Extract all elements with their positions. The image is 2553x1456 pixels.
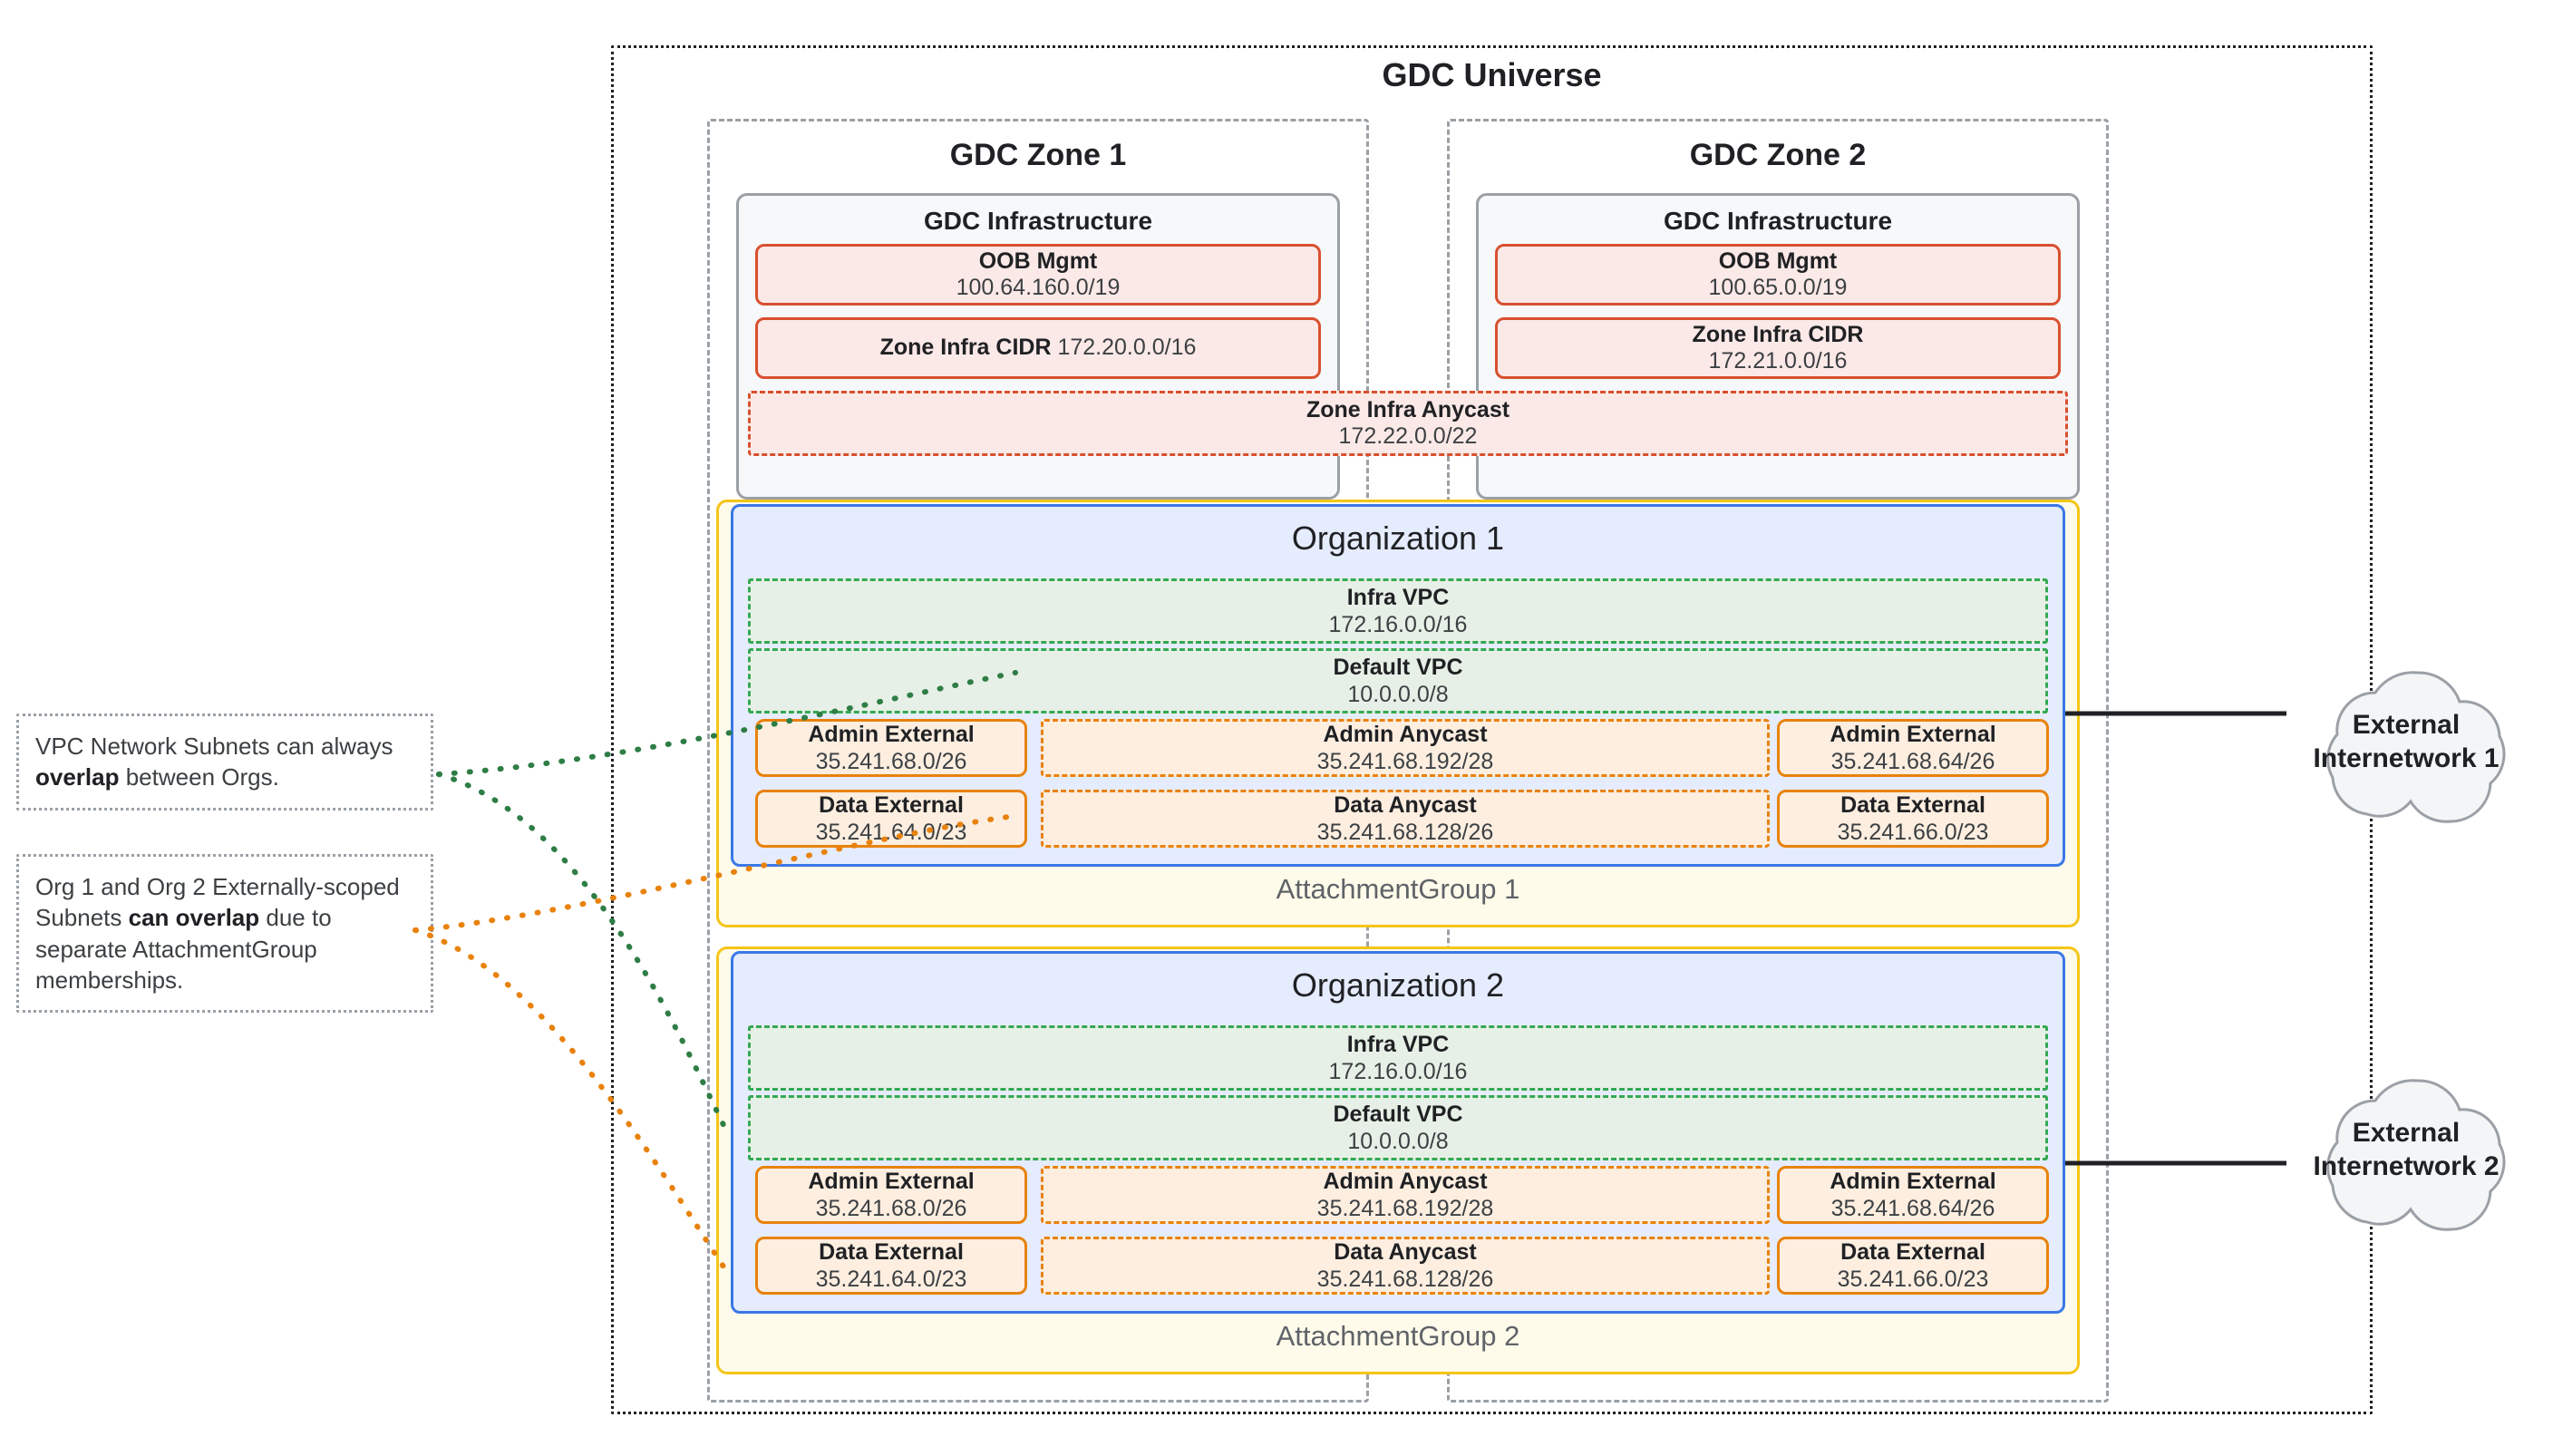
gdc-infrastructure-title-zone-1: GDC Infrastructure [923,207,1153,235]
callout-vpc-overlap-strong: overlap [35,763,120,791]
org-2-admin-external-left-label: Admin External [808,1169,975,1194]
callout-external-subnet-overlap: Org 1 and Org 2 Externally-scoped Subnet… [16,854,433,1014]
zone-infra-anycast-cidr: 172.22.0.0/22 [1338,423,1478,449]
gdc-infrastructure-title-zone-2: GDC Infrastructure [1663,207,1893,235]
cloud-icon [2326,1079,2506,1231]
org-1-admin-external-left-label: Admin External [808,722,975,747]
org-1-infra-vpc-cidr: 172.16.0.0/16 [1328,612,1468,637]
org-2-data-external-left-box: Data External 35.241.64.0/23 [755,1237,1027,1295]
callout-external-subnet-overlap-strong: can overlap [128,904,260,932]
org-2-data-anycast-cidr: 35.241.68.128/26 [1316,1267,1494,1292]
org-1-admin-anycast-box: Admin Anycast 35.241.68.192/28 [1041,719,1770,777]
org-2-infra-vpc-box: Infra VPC 172.16.0.0/16 [748,1025,2048,1091]
org-1-infra-vpc-label: Infra VPC [1346,585,1450,610]
zone-infra-cidr-value-zone-1: 172.20.0.0/16 [1057,335,1197,361]
gdc-zone-2-title: GDC Zone 2 [1689,138,1867,172]
org-1-admin-anycast-cidr: 35.241.68.192/28 [1316,749,1494,774]
org-2-default-vpc-box: Default VPC 10.0.0.0/8 [748,1095,2048,1160]
org-1-default-vpc-cidr: 10.0.0.0/8 [1347,682,1449,707]
org-1-admin-anycast-label: Admin Anycast [1323,722,1488,747]
callout-external-subnet-overlap-post: due to separate AttachmentGroup membersh… [35,904,332,994]
oob-mgmt-cidr-zone-2: 100.65.0.0/19 [1708,275,1848,300]
gdc-universe-title: GDC Universe [1382,56,1602,93]
zone-infra-cidr-box-zone-2: Zone Infra CIDR 172.21.0.0/16 [1495,317,2061,379]
org-1-data-external-left-box: Data External 35.241.64.0/23 [755,790,1027,848]
org-2-data-external-right-cidr: 35.241.66.0/23 [1837,1267,1989,1292]
org-1-data-external-left-cidr: 35.241.64.0/23 [815,820,967,845]
org-2-admin-anycast-box: Admin Anycast 35.241.68.192/28 [1041,1166,1770,1224]
org-2-admin-anycast-cidr: 35.241.68.192/28 [1316,1196,1494,1221]
org-1-admin-external-right-cidr: 35.241.68.64/26 [1830,749,1995,774]
org-1-default-vpc-label: Default VPC [1333,655,1463,680]
oob-mgmt-box-zone-2: OOB Mgmt 100.65.0.0/19 [1495,244,2061,306]
oob-mgmt-box-zone-1: OOB Mgmt 100.64.160.0/19 [755,244,1321,306]
org-2-data-external-right-label: Data External [1840,1239,1985,1265]
zone-infra-cidr-inline-zone-1: Zone Infra CIDR 172.20.0.0/16 [880,335,1197,362]
org-1-data-external-right-label: Data External [1840,792,1985,818]
org-2-admin-external-right-cidr: 35.241.68.64/26 [1830,1196,1995,1221]
org-1-infra-vpc-box: Infra VPC 172.16.0.0/16 [748,578,2048,644]
callout-vpc-overlap-post: between Orgs. [119,763,279,791]
org-2-default-vpc-label: Default VPC [1333,1102,1463,1127]
external-internetwork-1-line1: External [2352,710,2461,740]
org-2-admin-anycast-label: Admin Anycast [1323,1169,1488,1194]
org-2-data-anycast-box: Data Anycast 35.241.68.128/26 [1041,1237,1770,1295]
oob-mgmt-label-zone-2: OOB Mgmt [1718,248,1838,274]
oob-mgmt-cidr-zone-1: 100.64.160.0/19 [956,275,1121,300]
org-2-data-external-left-label: Data External [819,1239,964,1265]
org-2-admin-external-right-box: Admin External 35.241.68.64/26 [1777,1166,2049,1224]
org-1-admin-external-right-label: Admin External [1830,722,1996,747]
org-2-admin-external-right-label: Admin External [1830,1169,1996,1194]
org-2-admin-external-left-box: Admin External 35.241.68.0/26 [755,1166,1027,1224]
org-1-admin-external-left-cidr: 35.241.68.0/26 [815,749,967,774]
external-internetwork-1-label: External Internetwork 1 [2270,709,2542,775]
external-internetwork-2-cloud: External Internetwork 2 [2270,1079,2542,1271]
org-1-data-anycast-label: Data Anycast [1334,792,1477,818]
org-2-infra-vpc-cidr: 172.16.0.0/16 [1328,1059,1468,1084]
zone-infra-anycast-box: Zone Infra Anycast 172.22.0.0/22 [748,391,2068,456]
org-1-data-anycast-box: Data Anycast 35.241.68.128/26 [1041,790,1770,848]
zone-infra-cidr-box-zone-1: Zone Infra CIDR 172.20.0.0/16 [755,317,1321,379]
external-internetwork-1-line2: Internetwork 1 [2313,743,2500,773]
external-internetwork-2-label: External Internetwork 2 [2270,1117,2542,1183]
org-1-data-external-right-cidr: 35.241.66.0/23 [1837,820,1989,845]
external-internetwork-1-cloud: External Internetwork 1 [2270,671,2542,863]
org-2-data-external-left-cidr: 35.241.64.0/23 [815,1267,967,1292]
external-internetwork-2-line2: Internetwork 2 [2313,1150,2500,1181]
org-2-data-anycast-label: Data Anycast [1334,1239,1477,1265]
org-1-data-external-right-box: Data External 35.241.66.0/23 [1777,790,2049,848]
cloud-icon [2326,671,2506,823]
attachment-group-2-label: AttachmentGroup 2 [1276,1320,1520,1352]
org-1-data-anycast-cidr: 35.241.68.128/26 [1316,820,1494,845]
org-2-data-external-right-box: Data External 35.241.66.0/23 [1777,1237,2049,1295]
zone-infra-cidr-label-zone-1: Zone Infra CIDR [879,335,1052,361]
callout-vpc-overlap: VPC Network Subnets can always overlap b… [16,713,433,811]
attachment-group-1-label: AttachmentGroup 1 [1276,873,1520,905]
oob-mgmt-label-zone-1: OOB Mgmt [978,248,1098,274]
org-1-admin-external-left-box: Admin External 35.241.68.0/26 [755,719,1027,777]
organization-1-title: Organization 1 [1291,519,1505,557]
gdc-zone-1-title: GDC Zone 1 [949,138,1127,172]
org-1-admin-external-right-box: Admin External 35.241.68.64/26 [1777,719,2049,777]
org-2-infra-vpc-label: Infra VPC [1346,1032,1450,1057]
zone-infra-anycast-label: Zone Infra Anycast [1306,396,1510,422]
zone-infra-cidr-value-zone-2: 172.21.0.0/16 [1708,348,1848,374]
org-1-data-external-left-label: Data External [819,792,964,818]
zone-infra-cidr-label-zone-2: Zone Infra CIDR [1692,321,1864,347]
org-2-admin-external-left-cidr: 35.241.68.0/26 [815,1196,967,1221]
org-1-default-vpc-box: Default VPC 10.0.0.0/8 [748,648,2048,713]
org-2-default-vpc-cidr: 10.0.0.0/8 [1347,1129,1449,1154]
organization-2-title: Organization 2 [1291,966,1505,1004]
external-internetwork-2-line1: External [2352,1118,2461,1148]
callout-vpc-overlap-pre: VPC Network Subnets can always [35,733,393,760]
callout-external-subnet-overlap-pre: Org 1 and Org 2 Externally-scoped Subnet… [35,873,400,932]
